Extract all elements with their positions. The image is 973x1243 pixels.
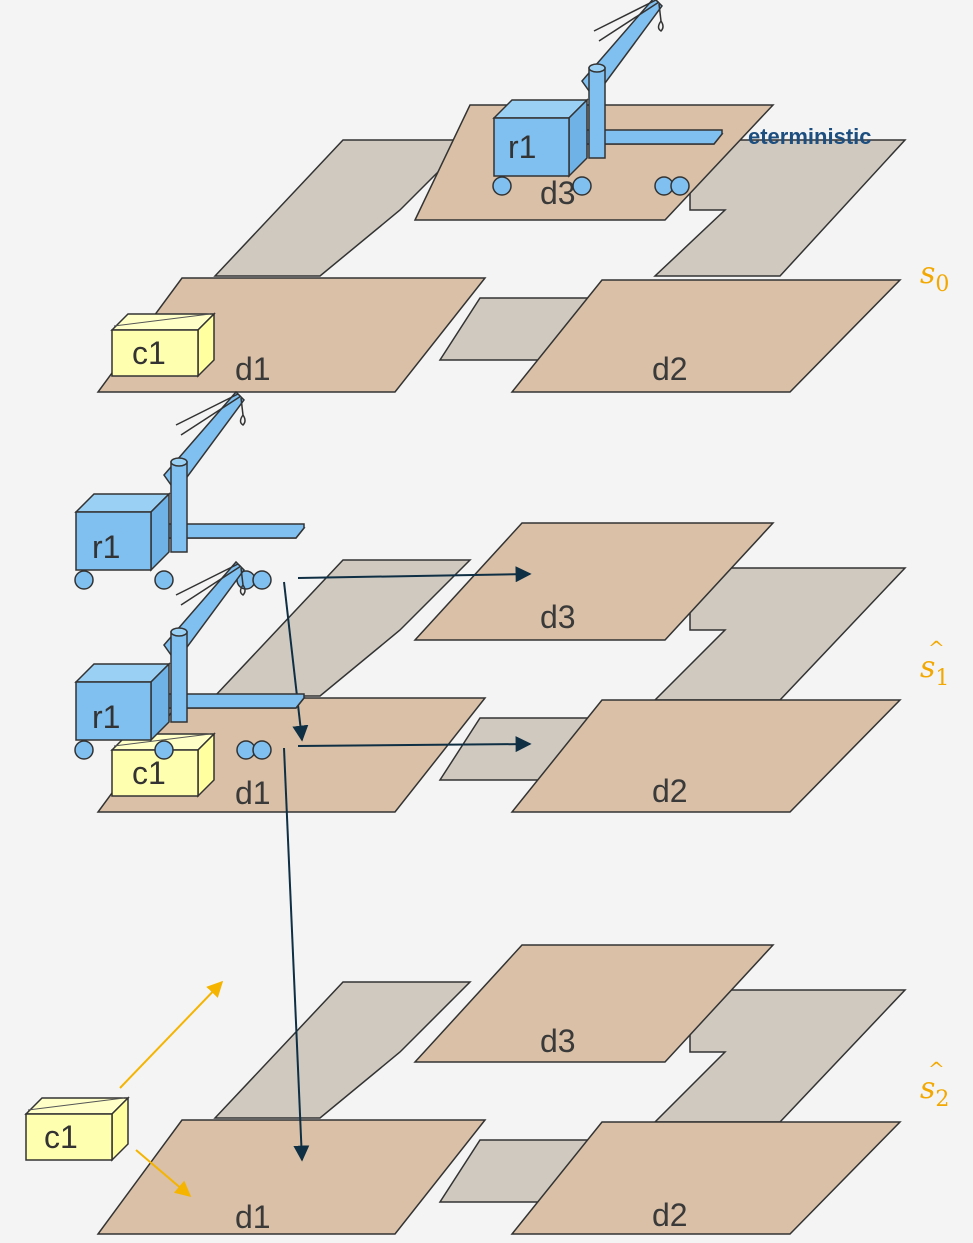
dock-d2: [512, 280, 900, 392]
container-label: c1: [132, 755, 166, 791]
state-label-s0: s0: [920, 256, 949, 297]
robot-label: r1: [92, 529, 120, 565]
dock-label-d1: d1: [235, 1199, 271, 1235]
container-c1: c1: [112, 314, 214, 376]
state-s0-scene: d3 d1 d2 c1 r1 s0: [98, 0, 949, 392]
dock-label-d3: d3: [540, 599, 576, 635]
dock-d2: [512, 1122, 900, 1234]
robot-label: r1: [92, 699, 120, 735]
state-subscript: 0: [935, 272, 949, 297]
state-subscript: 2: [935, 1087, 949, 1112]
load-arrow-to-robot: [120, 982, 222, 1088]
dock-label-d1: d1: [235, 351, 271, 387]
dock-label-d3: d3: [540, 1023, 576, 1059]
robot-label: r1: [508, 129, 536, 165]
dock-label-d3: d3: [540, 175, 576, 211]
svg-text:s2: s2: [920, 1071, 949, 1112]
state-label-s1: ^ s1: [920, 636, 949, 691]
dock-label-d2: d2: [652, 773, 688, 809]
container-label: c1: [44, 1119, 78, 1155]
dock-d2: [512, 700, 900, 812]
svg-text:s1: s1: [920, 650, 949, 691]
state-label-s2: ^ s2: [920, 1057, 949, 1112]
state-subscript: 1: [935, 666, 949, 691]
state-symbol: s: [920, 1071, 935, 1106]
dock-label-d2: d2: [652, 1197, 688, 1233]
svg-text:s0: s0: [920, 256, 949, 297]
dock-label-d1: d1: [235, 775, 271, 811]
heading-text: eterministic: [748, 124, 872, 149]
state-symbol: s: [920, 650, 935, 685]
container-label: c1: [132, 335, 166, 371]
dock-label-d2: d2: [652, 351, 688, 387]
container-c1: c1: [26, 1098, 128, 1160]
dock-d1: [98, 1120, 485, 1234]
state-symbol: s: [920, 256, 935, 291]
robot-r1: r1: [75, 392, 304, 589]
